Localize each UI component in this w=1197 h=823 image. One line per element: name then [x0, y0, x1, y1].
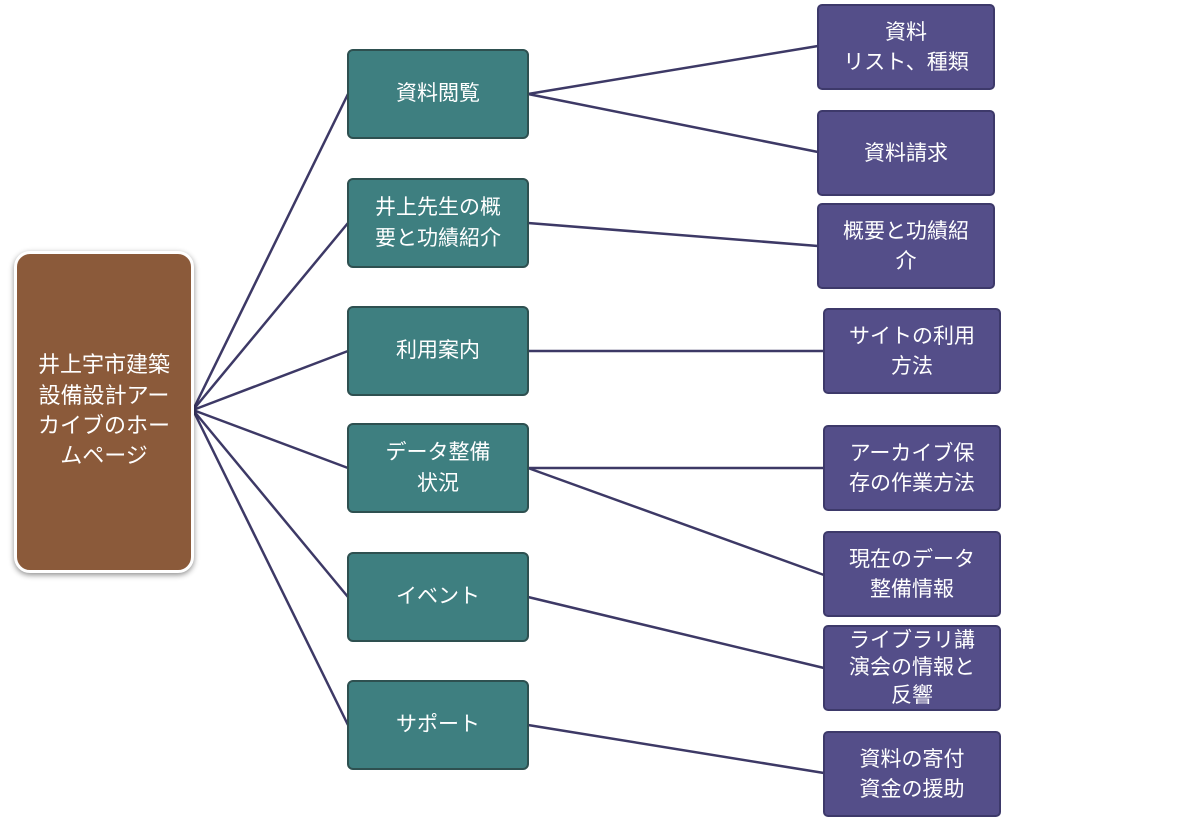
connector-cat-1-detail-2 [527, 92, 819, 154]
connector-root-cat-6 [191, 409, 350, 726]
category-5-line-1: イベント [396, 584, 480, 609]
category-node-2: 井上先生の概 要と功績紹介 [347, 178, 529, 268]
connector-cat-1-detail-1 [527, 44, 819, 96]
category-4-line-2: 状況 [417, 471, 459, 495]
category-6-line-1: サポート [396, 712, 480, 737]
category-2-line-2: 要と功績紹介 [375, 226, 501, 250]
detail-node-7: ライブラリ講 演会の情報と 反響 [823, 625, 1001, 711]
detail-node-3: 概要と功績紹 介 [817, 203, 995, 289]
detail-5-line-1: アーカイブ保 [849, 440, 975, 465]
detail-node-1: 資料 リスト、種類 [817, 4, 995, 90]
detail-4-line-2: 方法 [891, 354, 933, 378]
detail-3-line-1: 概要と功績紹 [843, 218, 969, 243]
detail-1-line-1: 資料 [885, 19, 927, 44]
root-line-4: ムページ [60, 444, 148, 470]
detail-node-4: サイトの利用 方法 [823, 308, 1001, 394]
detail-8-line-1: 資料の寄付 [859, 746, 965, 771]
category-node-3: 利用案内 [347, 306, 529, 396]
category-node-5: イベント [347, 552, 529, 642]
category-node-6: サポート [347, 680, 529, 770]
detail-1-line-2: リスト、種類 [843, 50, 969, 74]
connector-root-cat-5 [192, 409, 349, 598]
detail-7-line-2: 演会の情報と [849, 655, 975, 680]
root-line-2: 設備設計アー [38, 383, 170, 409]
detail-3-line-2: 介 [895, 249, 917, 273]
category-1-line-1: 資料閲覧 [396, 81, 480, 106]
detail-node-2: 資料請求 [817, 110, 995, 196]
root-node: 井上宇市建築 設備設計アー カイブのホー ムページ [14, 251, 194, 573]
connector-root-cat-3 [192, 349, 349, 412]
detail-node-6: 現在のデータ 整備情報 [823, 531, 1001, 617]
detail-2-line-1: 資料請求 [864, 140, 948, 165]
detail-6-line-1: 現在のデータ [849, 546, 975, 571]
connector-cat-6-detail-8 [527, 723, 825, 775]
detail-6-line-2: 整備情報 [870, 577, 954, 601]
detail-node-5: アーカイブ保 存の作業方法 [823, 425, 1001, 511]
root-line-3: カイブのホー [37, 414, 170, 439]
category-3-line-1: 利用案内 [396, 338, 480, 363]
connector-cat-4-detail-6 [527, 466, 825, 577]
detail-4-line-1: サイトの利用 [849, 323, 975, 348]
category-node-4: データ整備 状況 [347, 423, 529, 513]
category-node-1: 資料閲覧 [347, 49, 529, 139]
detail-7-line-3: 反響 [891, 682, 933, 707]
detail-node-8: 資料の寄付 資金の援助 [823, 731, 1001, 817]
category-4-line-1: データ整備 [385, 439, 491, 464]
detail-8-line-2: 資金の援助 [859, 777, 965, 801]
connector-root-cat-2 [192, 222, 349, 411]
connector-root-cat-1 [191, 93, 350, 411]
connector-cat-5-detail-7 [527, 595, 825, 670]
detail-5-line-2: 存の作業方法 [849, 471, 975, 495]
root-line-1: 井上宇市建築 [37, 353, 170, 379]
connector-root-cat-4 [192, 408, 349, 470]
connector-cat-2-detail-3 [527, 221, 819, 248]
detail-7-line-1: ライブラリ講 [849, 628, 975, 653]
category-2-line-1: 井上先生の概 [375, 194, 501, 219]
